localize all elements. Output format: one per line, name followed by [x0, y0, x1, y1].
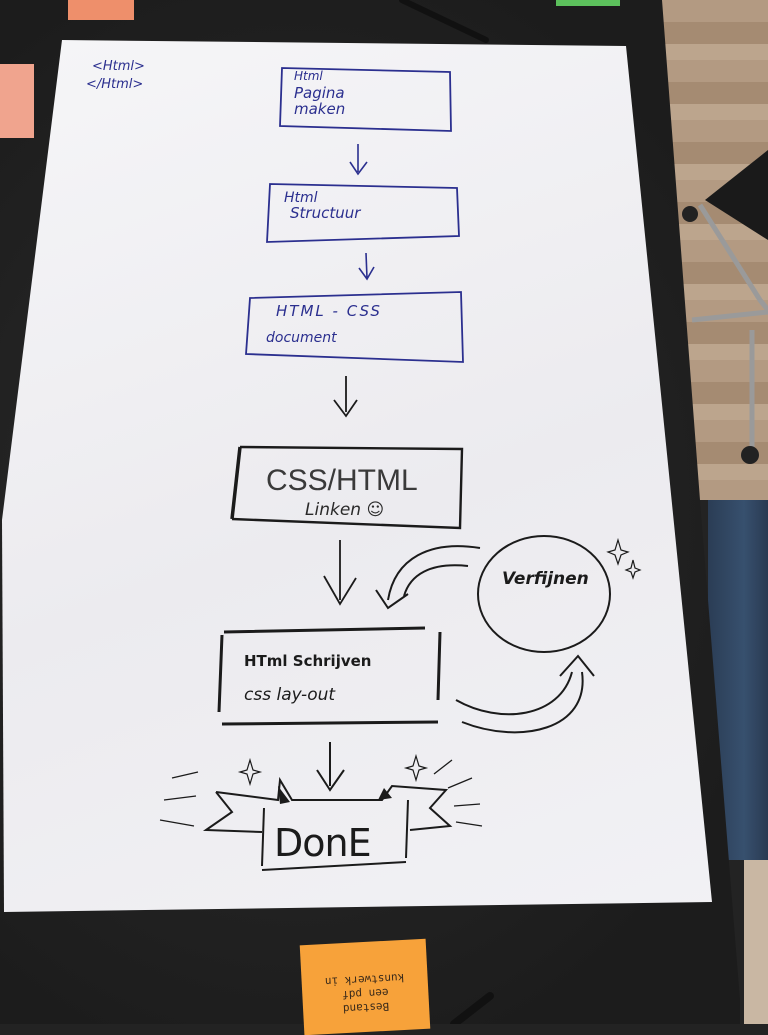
- verfijnen-loop: Verfijnen: [375, 535, 642, 734]
- sticky-note-left: [0, 64, 34, 138]
- sticky-note-text: Bestand een pdf kunstwerk in: [301, 969, 429, 1026]
- step-box-html-css-document: HTML - CSS document: [245, 291, 464, 363]
- step-box-html-schrijven-css-layout: HTml Schrijven css lay-out: [217, 626, 442, 726]
- floor-corner: [744, 860, 768, 1024]
- arrow-down-4: [323, 540, 357, 606]
- step-3-line-2: document: [266, 330, 337, 346]
- step-3-line-1: HTML - CSS: [276, 302, 382, 320]
- sticky-note-top: [68, 0, 134, 20]
- step-5-line-1: HTml Schrijven: [244, 652, 371, 670]
- sparkle-icon: [237, 757, 263, 787]
- arrow-down-5: [316, 742, 345, 792]
- done-banner: DonE: [159, 753, 483, 871]
- arrow-down-2: [358, 252, 375, 281]
- step-2-line-1: Html: [284, 190, 318, 206]
- sparkle-icon: [606, 537, 630, 566]
- step-box-html-pagina-maken: Html Pagina maken: [279, 67, 452, 132]
- sparkle-icon: [624, 559, 642, 580]
- final-banner-label: DonE: [274, 821, 371, 865]
- step-1-line-1: Html: [294, 69, 323, 83]
- marker-pen-top: [399, 0, 489, 43]
- arrow-down-3: [333, 376, 358, 418]
- step-4-line-2: Linken ☺: [305, 500, 384, 520]
- step-1-line-3: maken: [294, 100, 345, 118]
- corner-tag-open: <Html>: [92, 59, 145, 74]
- side-bubble-label: Verfijnen: [502, 569, 589, 589]
- corner-tag-close: </Html>: [86, 77, 143, 92]
- marker-pen-bottom: [450, 992, 494, 1024]
- step-box-css-html-linken: CSS/HTML Linken ☺: [230, 445, 464, 530]
- sparkle-icon: [403, 753, 429, 783]
- step-4-line-1: CSS/HTML: [266, 464, 418, 497]
- step-1-line-2: Pagina: [294, 84, 345, 102]
- arrow-down-1: [349, 144, 368, 176]
- sticky-note-green: [556, 0, 620, 6]
- office-chair: [682, 150, 768, 464]
- step-5-line-2: css lay-out: [244, 685, 336, 705]
- sticky-note-bottom: Bestand een pdf kunstwerk in: [299, 938, 431, 1035]
- step-box-html-structuur: Html Structuur: [266, 183, 460, 243]
- step-2-line-2: Structuur: [290, 204, 361, 222]
